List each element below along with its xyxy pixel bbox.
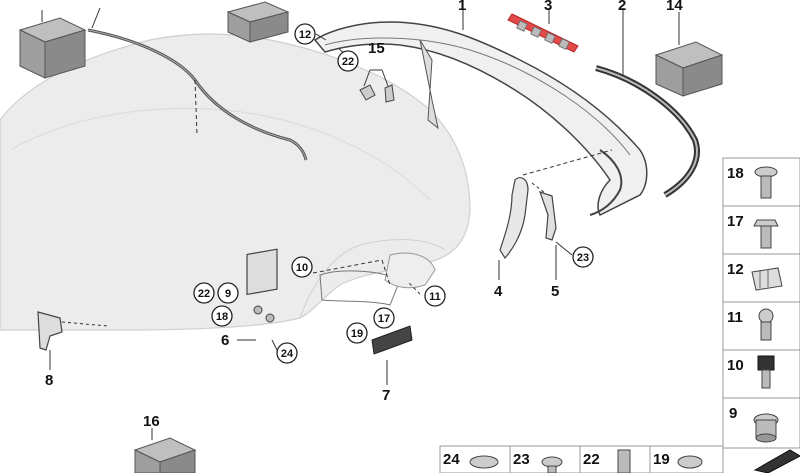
spring-clip-icon bbox=[751, 267, 783, 291]
callout-4: 4 bbox=[494, 283, 503, 300]
package-box-icon bbox=[226, 1, 290, 43]
extra-part-icon bbox=[753, 449, 800, 473]
panel-number-10: 10 bbox=[727, 357, 744, 374]
hex-bolt-icon bbox=[753, 219, 779, 249]
plain-callouts: 1 2 3 4 5 6 7 8 14 15 16 bbox=[45, 0, 683, 430]
red-seal-strip-part-3 bbox=[507, 13, 579, 53]
rubber-buffer-icon bbox=[757, 355, 775, 389]
flat-screw-icon bbox=[469, 455, 499, 469]
side-bracket-part-4 bbox=[499, 177, 529, 260]
callout-10: 10 bbox=[296, 262, 308, 274]
callout-9: 9 bbox=[225, 288, 231, 300]
panel-number-19: 19 bbox=[653, 451, 670, 468]
callout-6: 6 bbox=[221, 332, 229, 349]
callout-16: 16 bbox=[143, 413, 160, 430]
callout-3: 3 bbox=[544, 0, 552, 14]
package-box-icon bbox=[18, 17, 87, 79]
panel-number-17: 17 bbox=[727, 213, 744, 230]
rear-seal-strip-part-2 bbox=[595, 65, 700, 198]
torx-screw-icon bbox=[754, 166, 778, 199]
callout-15: 15 bbox=[368, 40, 385, 57]
mount-bracket-part-8 bbox=[37, 311, 109, 351]
callout-22: 22 bbox=[342, 56, 354, 68]
stud-bolt-icon bbox=[617, 449, 631, 473]
hinge-bracket-part-6 bbox=[246, 248, 278, 323]
callout-5: 5 bbox=[551, 283, 559, 300]
callout-22: 22 bbox=[198, 288, 210, 300]
clip-parts-15 bbox=[359, 69, 395, 103]
side-bracket-part-5 bbox=[539, 191, 557, 241]
callout-7: 7 bbox=[382, 387, 390, 404]
parts-panel-bottom: 24 23 22 19 bbox=[439, 445, 800, 473]
callout-11: 11 bbox=[429, 291, 441, 303]
callout-1: 1 bbox=[458, 0, 466, 14]
panel-number-12: 12 bbox=[727, 261, 744, 278]
latch-plate-part-7 bbox=[371, 325, 413, 355]
parts-panel-right: 18 17 12 11 10 9 bbox=[722, 157, 800, 449]
callout-12: 12 bbox=[299, 29, 311, 41]
callout-19: 19 bbox=[351, 328, 363, 340]
package-box-icon bbox=[654, 41, 724, 97]
nut-cage-icon bbox=[753, 413, 779, 443]
callout-18: 18 bbox=[216, 311, 228, 323]
soft-top-roof bbox=[0, 33, 471, 331]
panel-number-9: 9 bbox=[729, 405, 737, 422]
package-box-icon bbox=[133, 437, 197, 473]
panel-number-24: 24 bbox=[443, 451, 460, 468]
callout-17: 17 bbox=[378, 313, 390, 325]
panel-number-11: 11 bbox=[727, 309, 743, 326]
panel-number-23: 23 bbox=[513, 451, 530, 468]
panel-number-18: 18 bbox=[727, 165, 744, 182]
panel-number-22: 22 bbox=[583, 451, 600, 468]
callout-14: 14 bbox=[666, 0, 683, 14]
circled-callouts: 9 10 11 12 17 18 19 22 22 23 24 bbox=[193, 23, 594, 364]
callout-23: 23 bbox=[577, 252, 589, 264]
callout-2: 2 bbox=[618, 0, 626, 14]
lock-mechanism bbox=[319, 252, 436, 306]
frame-bow-part-1 bbox=[313, 21, 648, 217]
ball-stud-icon bbox=[758, 308, 774, 341]
callout-24: 24 bbox=[281, 348, 294, 360]
callout-8: 8 bbox=[45, 372, 53, 389]
washer-screw-icon bbox=[677, 455, 703, 469]
torx-screw-icon bbox=[541, 456, 563, 473]
